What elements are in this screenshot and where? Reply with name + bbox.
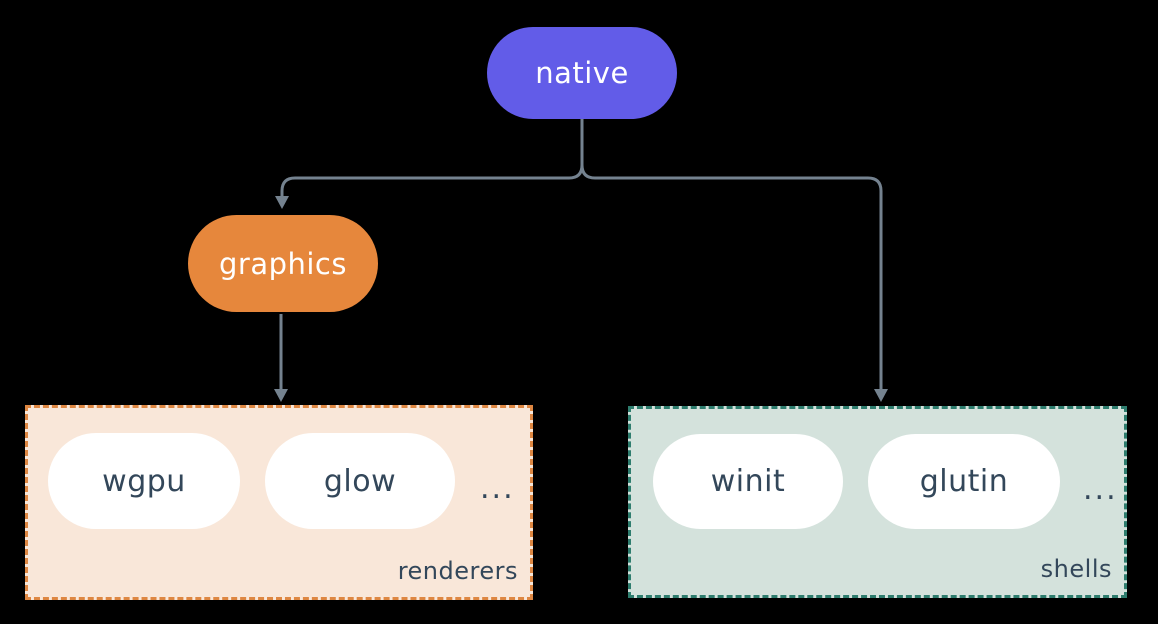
node-native-label: native bbox=[535, 56, 629, 90]
group-shells: winit glutin ... shells bbox=[628, 406, 1127, 598]
node-native: native bbox=[487, 27, 677, 119]
group-renderers: wgpu glow ... renderers bbox=[25, 405, 533, 600]
edge-native-to-shells bbox=[580, 119, 888, 402]
pill-wgpu: wgpu bbox=[48, 433, 240, 529]
pill-glutin: glutin bbox=[868, 434, 1060, 529]
node-graphics-label: graphics bbox=[218, 246, 347, 281]
edge-graphics-to-renderers bbox=[274, 314, 288, 402]
edge-native-to-graphics bbox=[275, 119, 584, 209]
renderers-ellipsis: ... bbox=[480, 470, 515, 506]
node-graphics: graphics bbox=[188, 215, 378, 312]
pill-glow-label: glow bbox=[323, 463, 397, 499]
pill-wgpu-label: wgpu bbox=[102, 463, 186, 499]
group-renderers-label: renderers bbox=[397, 557, 518, 585]
pill-glutin-label: glutin bbox=[919, 464, 1009, 499]
pill-winit: winit bbox=[653, 434, 843, 529]
shells-ellipsis: ... bbox=[1083, 471, 1118, 507]
pill-winit-label: winit bbox=[710, 464, 786, 499]
pill-glow: glow bbox=[265, 433, 455, 529]
group-shells-label: shells bbox=[1040, 555, 1112, 583]
